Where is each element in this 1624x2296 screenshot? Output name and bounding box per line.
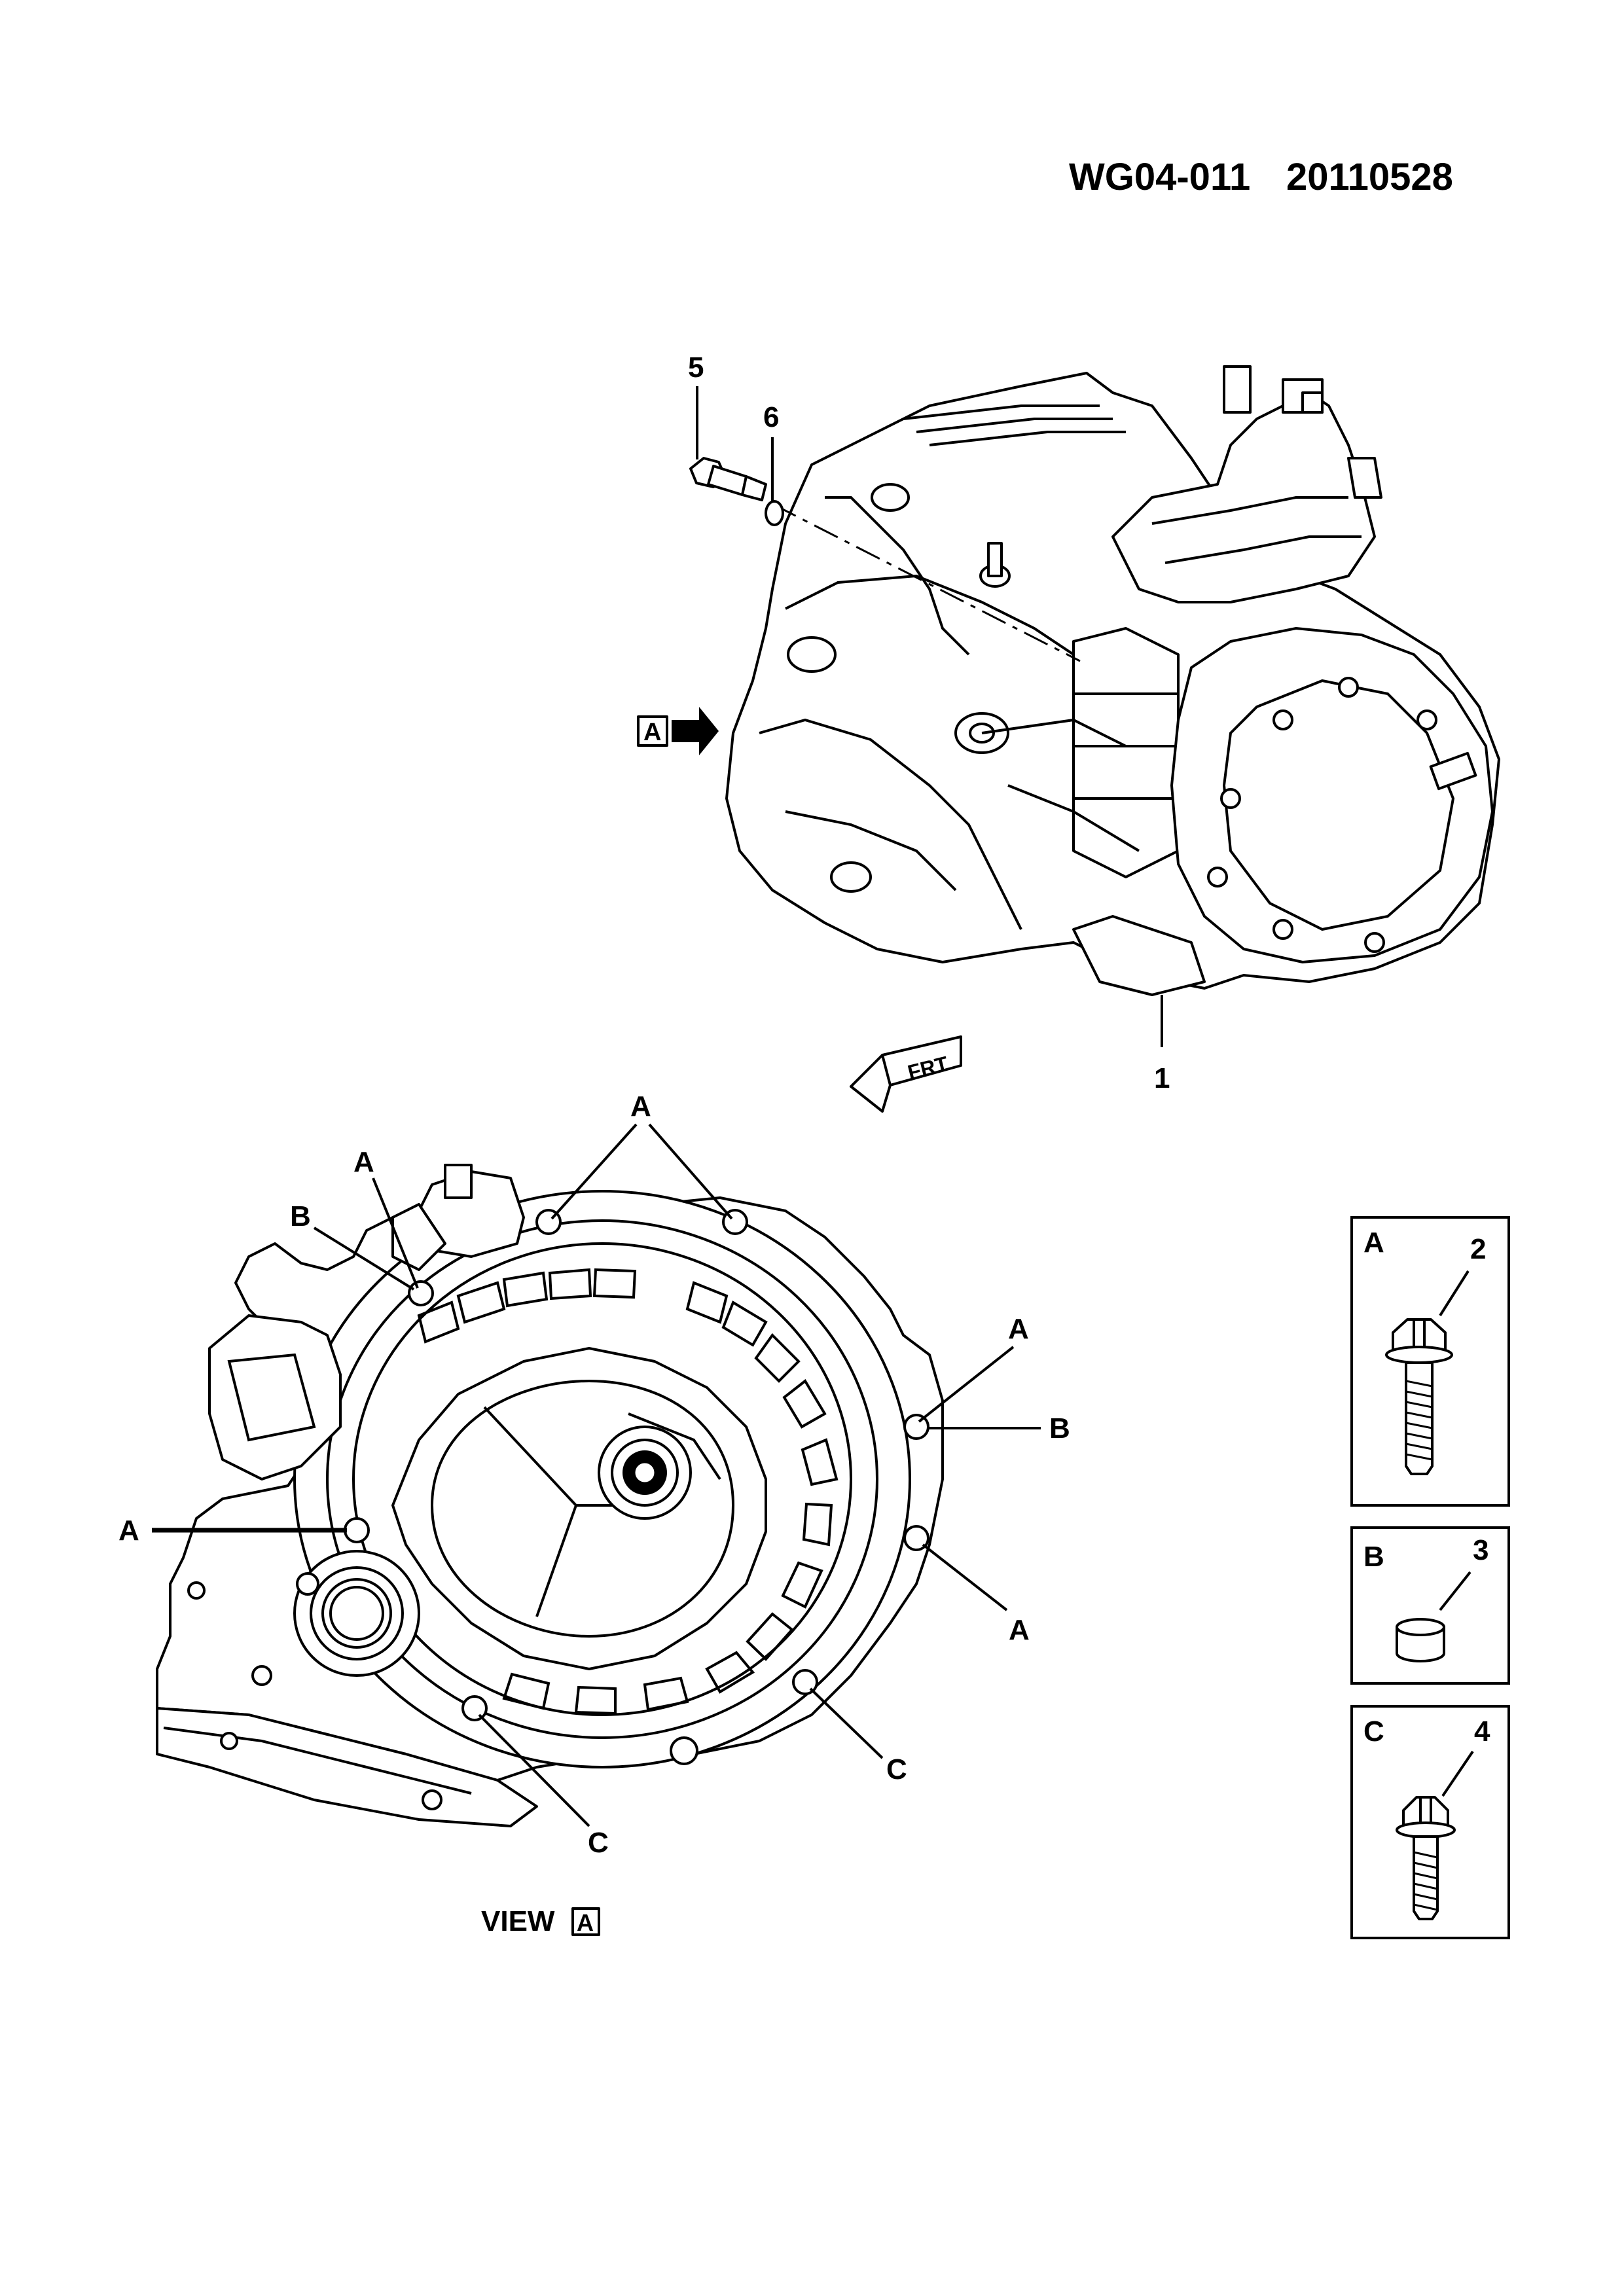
header: WG04-011 20110528	[1069, 156, 1453, 198]
view-direction-letter: A	[643, 719, 661, 746]
callout-6: 6	[763, 401, 779, 433]
callout-c-right: C	[886, 1753, 907, 1785]
view-a-drawing	[156, 1164, 944, 1827]
legend-b-part-number: 3	[1473, 1534, 1489, 1566]
legend-box-a: A 2	[1350, 1216, 1510, 1507]
legend-box-c: C 4	[1350, 1705, 1510, 1939]
legend-a-letter: A	[1363, 1227, 1384, 1259]
view-a-label: VIEW A	[481, 1905, 600, 1937]
top-callouts: 5 6 1	[688, 351, 1170, 1094]
dowel-sleeve-icon	[1396, 1618, 1445, 1662]
bolt-holes	[187, 1209, 929, 1810]
sealing-ring-part-6	[765, 500, 784, 526]
legend-b-letter: B	[1363, 1541, 1384, 1573]
callout-a-right-upper: A	[1008, 1313, 1029, 1345]
transmission-isometric-drawing	[725, 365, 1500, 996]
view-title-letter: A	[577, 1909, 594, 1936]
drawing-code: WG04-011	[1069, 156, 1250, 198]
legend-a-part-number: 2	[1470, 1233, 1486, 1265]
callout-b-upper-left: B	[290, 1200, 311, 1232]
view-title: VIEW	[481, 1905, 555, 1937]
callout-a-upper-left: A	[353, 1146, 374, 1178]
callout-a-right-lower: A	[1009, 1614, 1030, 1646]
speed-sensor-part-5	[689, 457, 767, 501]
drawing-date: 20110528	[1286, 156, 1453, 198]
view-direction-arrow-icon	[672, 707, 719, 755]
callout-5: 5	[688, 351, 704, 384]
legend-c-letter: C	[1363, 1715, 1384, 1748]
view-direction-arrow: A	[637, 707, 719, 755]
view-a-callouts: A A B A B A A C C	[118, 1090, 1070, 1859]
callout-c-lower: C	[588, 1827, 609, 1859]
callout-a-top: A	[630, 1090, 651, 1122]
flange-bolt-icon	[1396, 1796, 1456, 1920]
callout-b-right: B	[1049, 1412, 1070, 1444]
legend-c-part-number: 4	[1474, 1715, 1490, 1748]
front-indicator-arrow: FRT	[850, 1035, 962, 1113]
callout-a-left: A	[118, 1515, 139, 1547]
flange-bolt-icon	[1385, 1318, 1453, 1475]
callout-1: 1	[1154, 1062, 1170, 1094]
legend-box-b: B 3	[1350, 1526, 1510, 1685]
